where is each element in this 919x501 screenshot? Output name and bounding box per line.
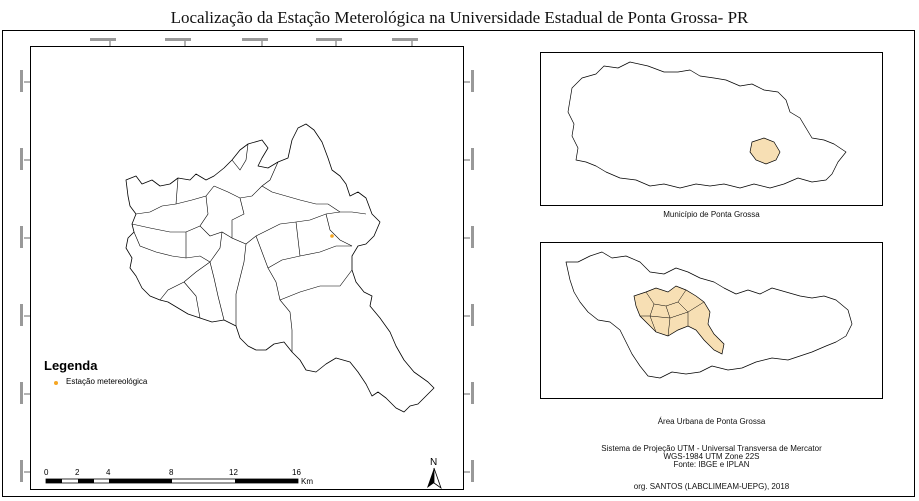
legend-title: Legenda (44, 358, 98, 373)
legend-station-marker (54, 381, 58, 385)
main-map-frame (30, 46, 464, 490)
credit-source: Fonte: IBGE e IPLAN (673, 460, 750, 469)
legend-station-label: Estação metereológica (66, 377, 148, 386)
credit-projection: Sistema de Projeção UTM - Universal Tran… (601, 444, 822, 453)
credit-organization: org. SANTOS (LABCLIMEAM-UEPG), 2018 (633, 482, 790, 491)
projection-credits: Sistema de Projeção UTM - Universal Tran… (540, 445, 883, 469)
state-inset-caption: Município de Ponta Grossa (663, 210, 760, 219)
cropped-header-text (0, 0, 919, 5)
outer-frame (2, 30, 915, 497)
urban-inset-frame (540, 242, 883, 399)
map-title: Localização da Estação Meterológica na U… (170, 8, 749, 27)
urban-inset-caption: Área Urbana de Ponta Grossa (657, 417, 766, 426)
state-inset-frame (540, 52, 883, 206)
credit-datum: WGS-1984 UTM Zone 22S (663, 452, 760, 461)
